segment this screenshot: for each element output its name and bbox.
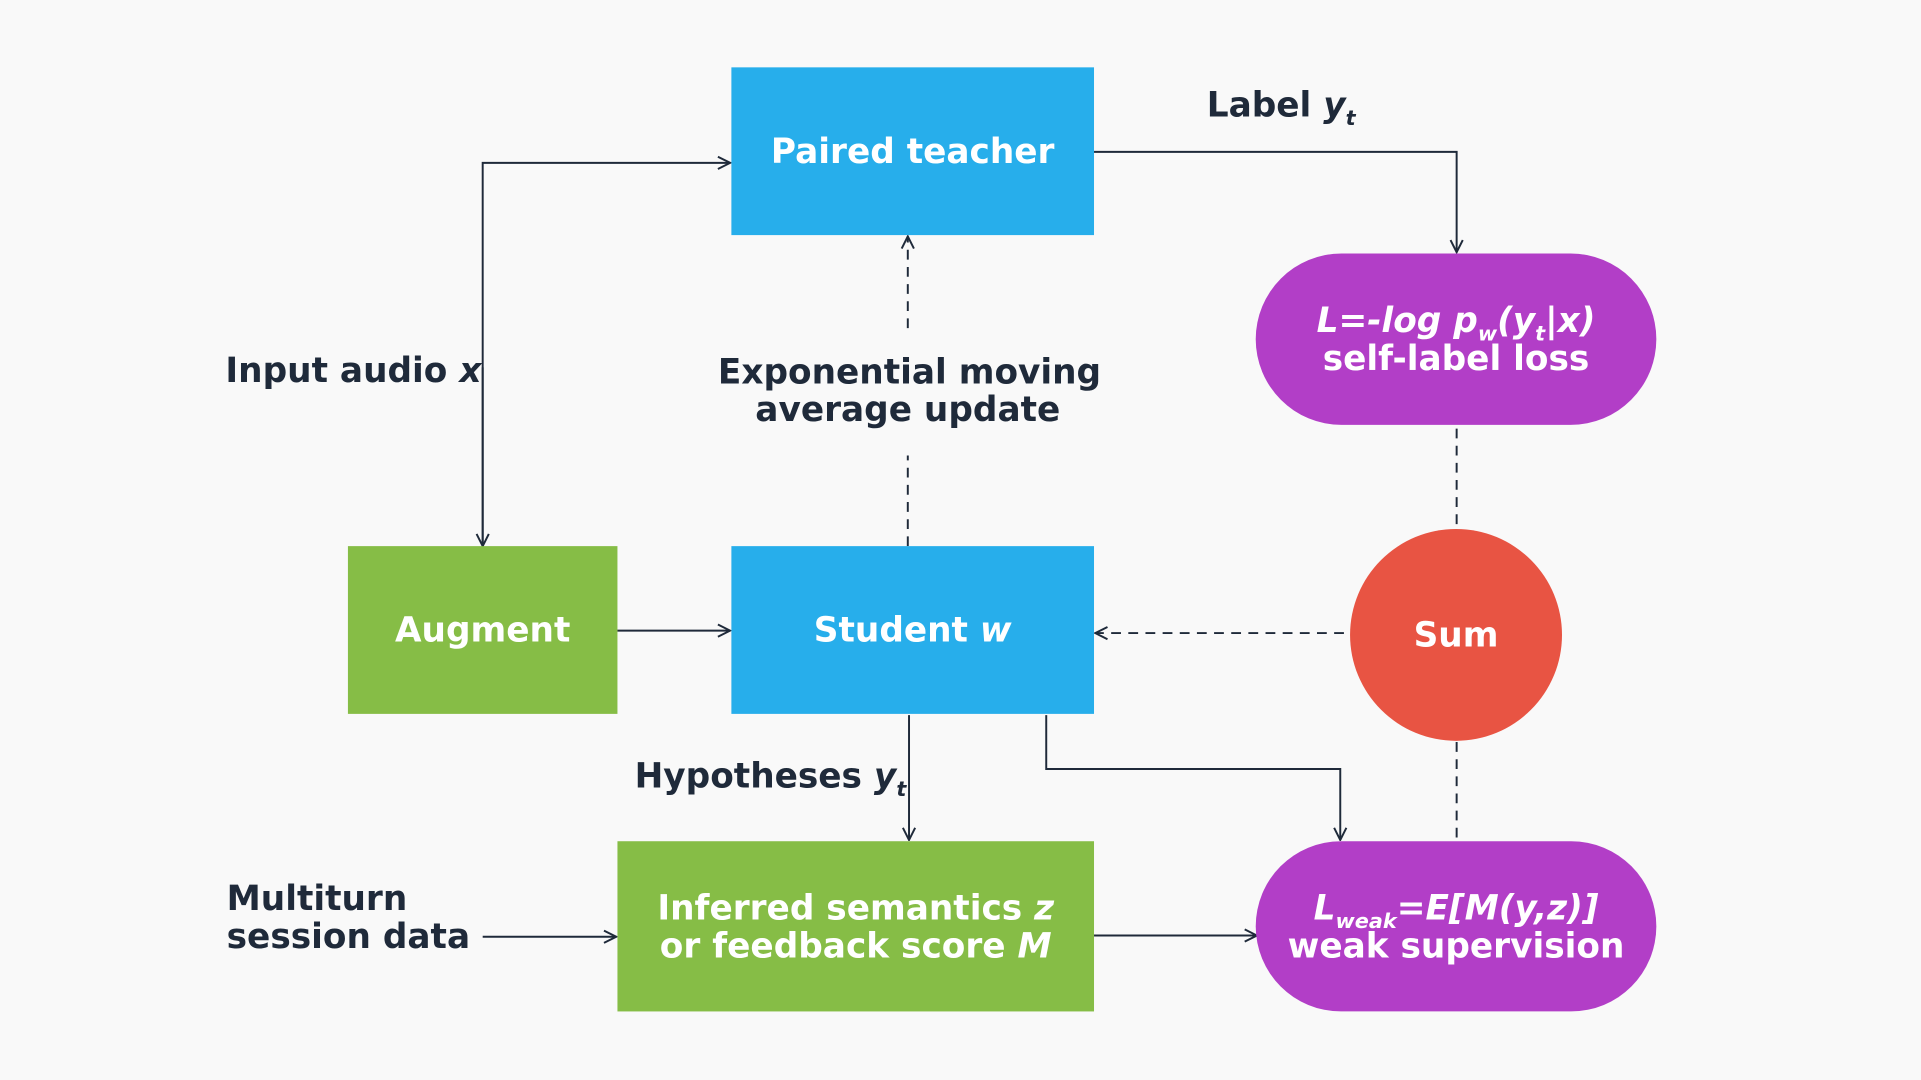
student-box: Student w: [731, 546, 1095, 714]
weak-loss-formula: Lweak=E[M(y,z)]: [1313, 887, 1599, 934]
sum-node: Sum: [1350, 528, 1563, 741]
arrow-input-to-teacher: [481, 163, 730, 547]
student-label: Student w: [813, 609, 1012, 651]
augment-box: Augment: [347, 546, 618, 714]
inferred-semantics-box: Inferred semantics z or feedback score M: [617, 841, 1095, 1012]
ema-update-label: Exponential moving average update: [717, 351, 1102, 430]
label-yt: Label yt: [1206, 84, 1356, 132]
hypotheses-label: Hypotheses yt: [634, 755, 907, 803]
inferred-line-2: or feedback score M: [659, 925, 1052, 966]
paired-teacher-box: Paired teacher: [731, 67, 1095, 236]
augment-label: Augment: [394, 609, 571, 651]
student-weight-var: w: [979, 609, 1012, 651]
sum-label: Sum: [1413, 614, 1499, 656]
weak-supervision-node: Lweak=E[M(y,z)] weak supervision: [1255, 841, 1657, 1012]
self-label-loss-caption: self-label loss: [1322, 337, 1590, 379]
arrow-student-to-weak-loss: [1045, 715, 1340, 840]
self-label-loss-formula: L=-log pw(yt|x): [1316, 300, 1596, 347]
arrow-teacher-to-self-loss: [1094, 150, 1457, 252]
weak-loss-caption: weak supervision: [1287, 925, 1625, 966]
inferred-line-1: Inferred semantics z: [657, 887, 1055, 928]
multiturn-label: Multiturn session data: [226, 877, 471, 957]
self-label-loss-node: L=-log pw(yt|x) self-label loss: [1255, 253, 1657, 425]
input-audio-label: Input audio x: [225, 350, 482, 391]
paired-teacher-label: Paired teacher: [770, 131, 1055, 172]
